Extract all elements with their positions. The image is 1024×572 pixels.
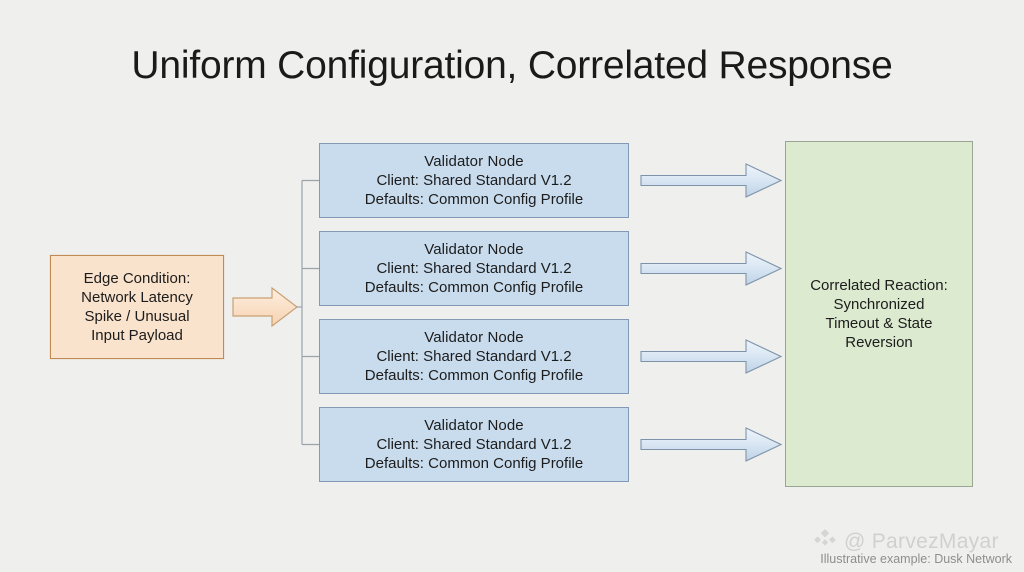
diamond-cluster-icon — [812, 528, 838, 555]
edge-condition-line-3: Spike / Unusual — [84, 308, 190, 325]
validator-node-client: Client: Shared Standard V1.2 — [376, 171, 572, 189]
correlated-reaction-line-1: Correlated Reaction: — [810, 276, 948, 294]
correlated-reaction-box: Correlated Reaction: Synchronized Timeou… — [785, 141, 973, 487]
validator-node-client: Client: Shared Standard V1.2 — [376, 347, 572, 365]
validator-node-client: Client: Shared Standard V1.2 — [376, 259, 572, 277]
page-title: Uniform Configuration, Correlated Respon… — [131, 44, 893, 87]
validator-node-title: Validator Node — [424, 328, 524, 346]
node-outcome-arrow-3 — [640, 339, 783, 374]
validator-node-box-1: Validator Node Client: Shared Standard V… — [319, 143, 629, 218]
validator-node-defaults: Defaults: Common Config Profile — [364, 279, 584, 297]
edge-condition-line-2: Network Latency — [81, 288, 193, 306]
slide-caption: Illustrative example: Dusk Network — [820, 552, 1012, 566]
edge-condition-line-4: Input Payload — [91, 327, 183, 345]
correlated-reaction-line-3: Timeout & State — [825, 315, 933, 332]
trigger-arrow-icon — [232, 286, 298, 328]
edge-condition-line-1: Edge Condition: — [83, 269, 191, 287]
validator-node-box-2: Validator Node Client: Shared Standard V… — [319, 231, 629, 306]
node-outcome-arrow-1 — [640, 163, 783, 198]
correlated-reaction-line-2: Synchronized — [833, 295, 925, 313]
node-outcome-arrow-2 — [640, 251, 783, 286]
validator-node-box-3: Validator Node Client: Shared Standard V… — [319, 319, 629, 394]
watermark-handle: @ ParvezMayar — [844, 529, 999, 553]
validator-node-title: Validator Node — [424, 416, 524, 434]
validator-node-defaults: Defaults: Common Config Profile — [364, 367, 584, 385]
validator-node-title: Validator Node — [424, 240, 524, 258]
node-outcome-arrow-4 — [640, 427, 783, 462]
correlated-reaction-line-4: Reversion — [845, 334, 913, 352]
validator-node-client: Client: Shared Standard V1.2 — [376, 435, 572, 453]
validator-node-box-4: Validator Node Client: Shared Standard V… — [319, 407, 629, 482]
fanout-bracket — [296, 179, 319, 446]
validator-node-defaults: Defaults: Common Config Profile — [364, 455, 584, 473]
validator-node-defaults: Defaults: Common Config Profile — [364, 191, 584, 209]
watermark: @ ParvezMayar — [812, 528, 999, 555]
validator-node-title: Validator Node — [424, 152, 524, 170]
edge-condition-box: Edge Condition: Network Latency Spike / … — [50, 255, 224, 359]
